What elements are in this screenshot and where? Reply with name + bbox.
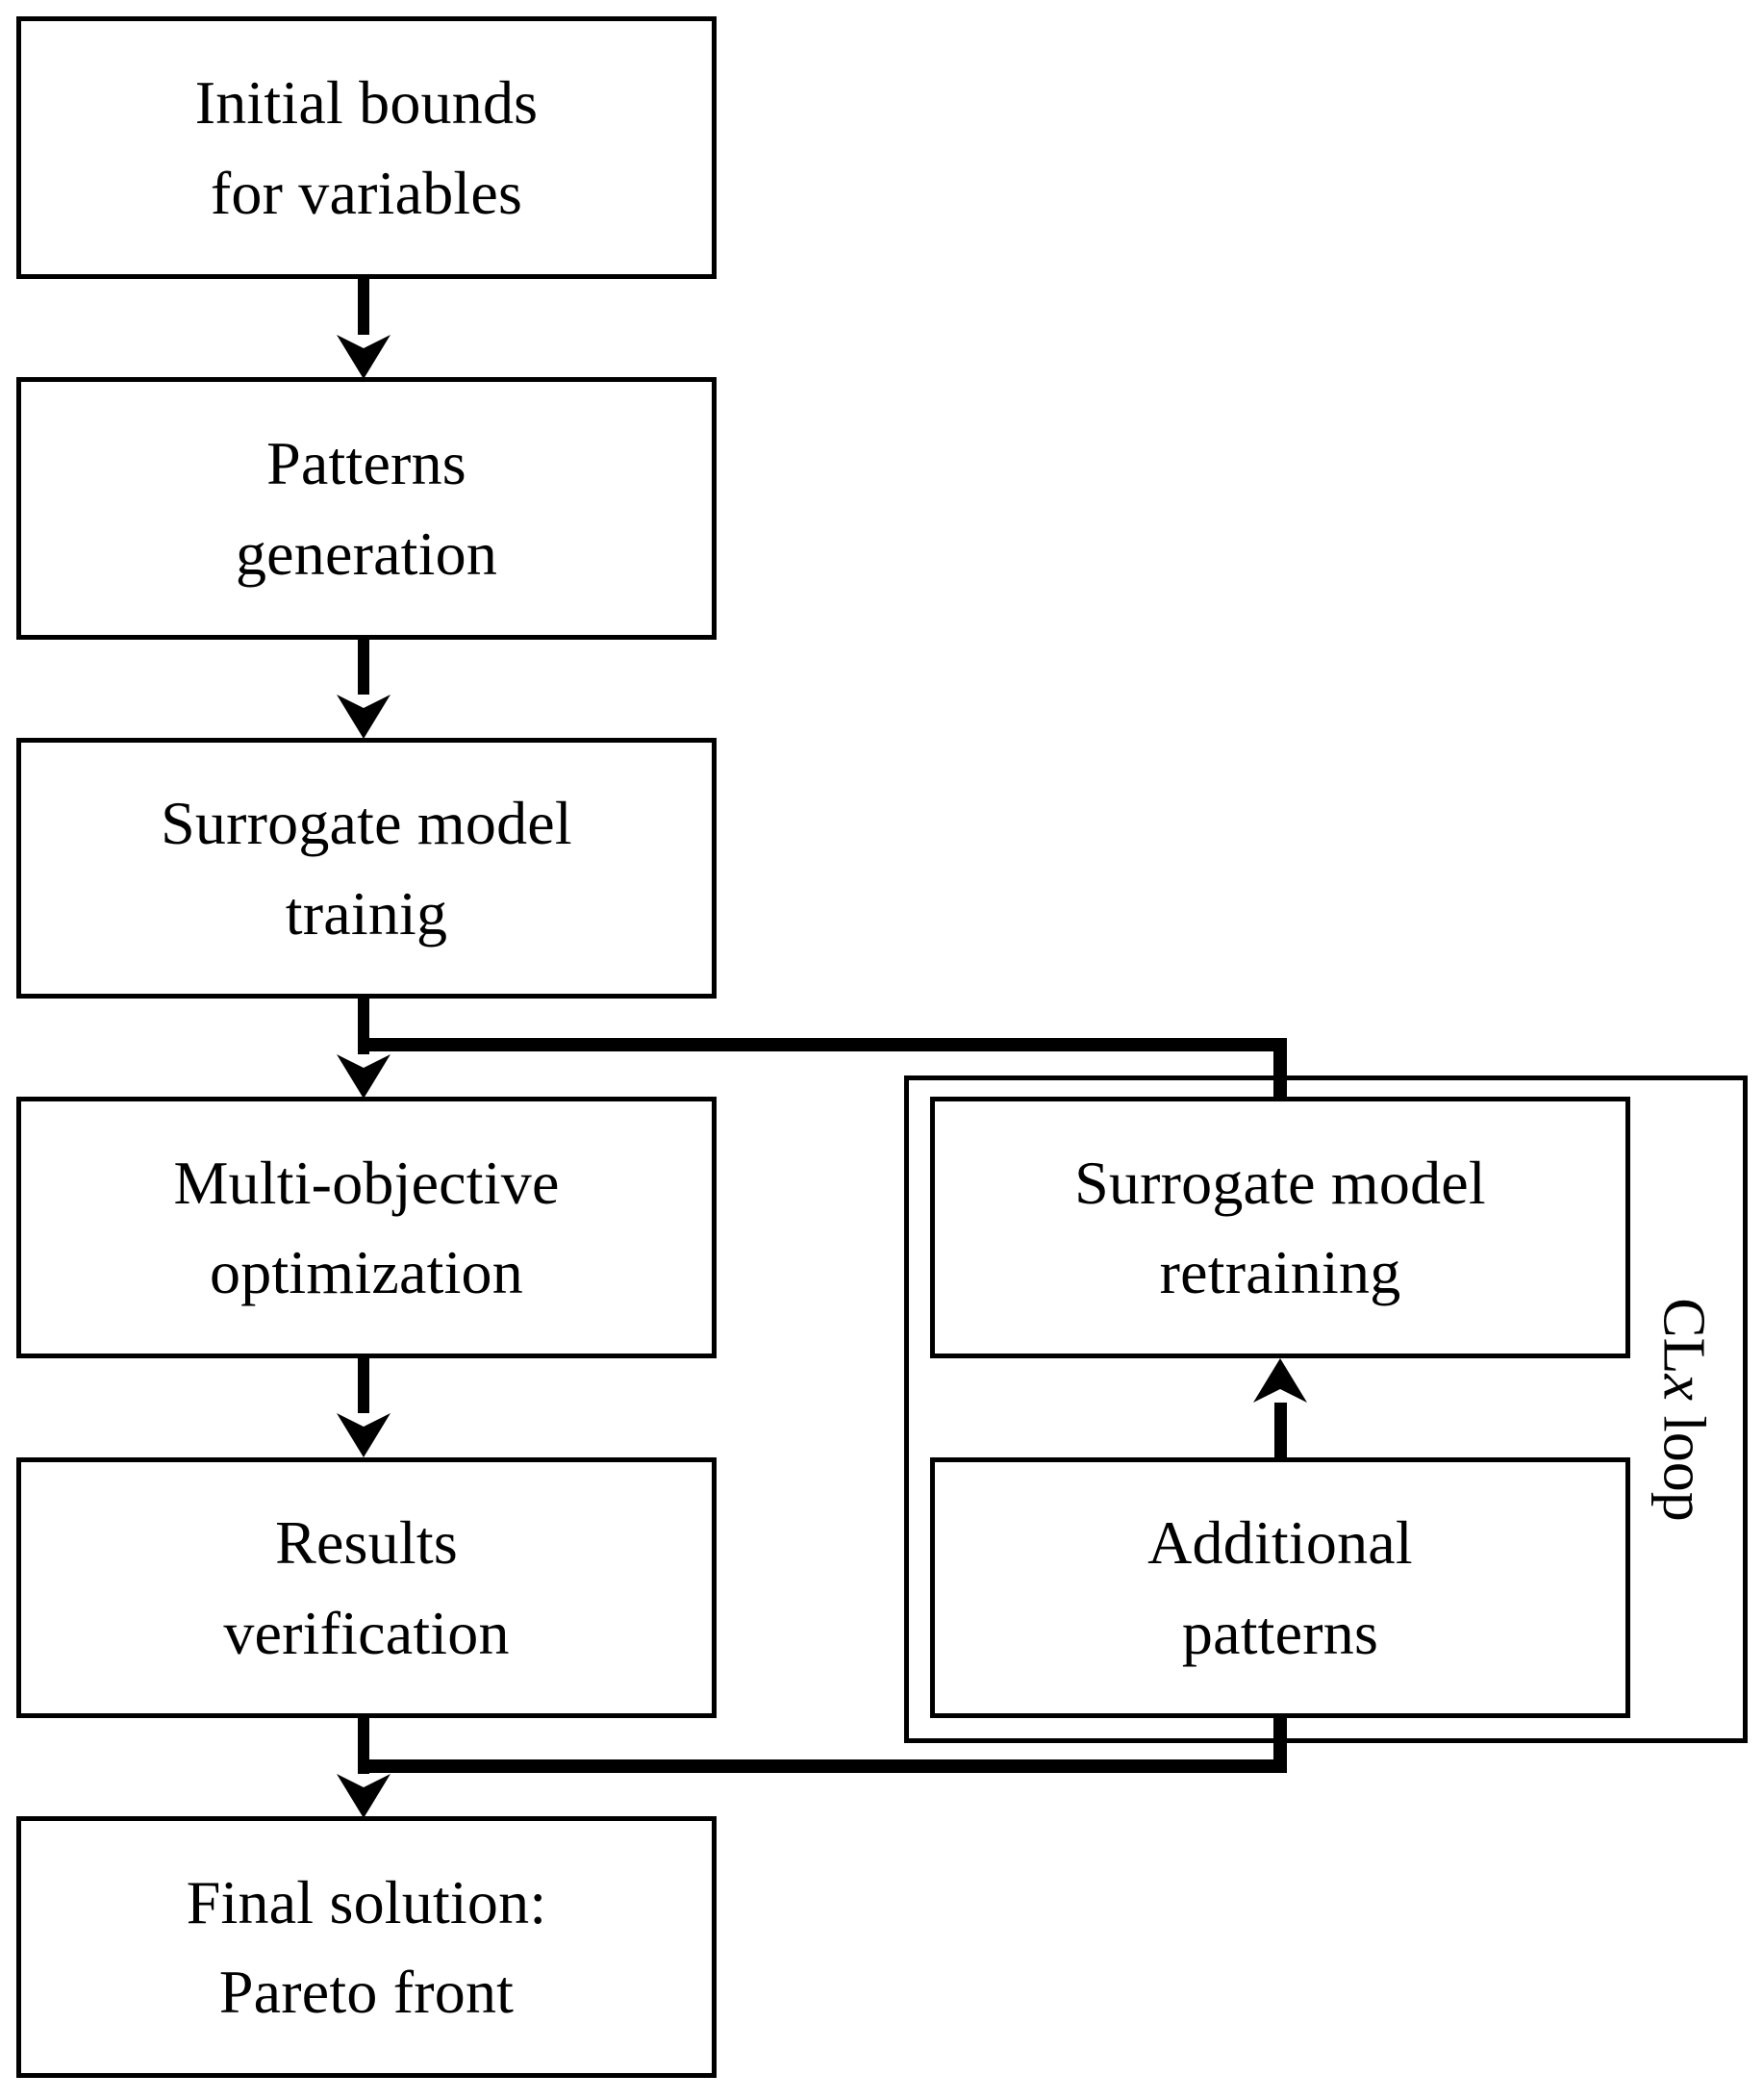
node-results-verification: Results verification (16, 1457, 717, 1718)
clx-loop-container (904, 1075, 1748, 1743)
edge-initial-to-patterns-line (358, 279, 369, 339)
node-results-verification-line-2: verification (223, 1598, 510, 1667)
clx-loop-label: CLx loop (1650, 1237, 1718, 1583)
edge-optimization-to-results-arrowhead (337, 1413, 390, 1457)
edge-patterns-to-results-vertical (1273, 1718, 1287, 1773)
clx-loop-label-italic: x (1650, 1374, 1717, 1402)
edge-training-to-retraining-horizontal (358, 1038, 1287, 1051)
node-multi-objective-line-1: Multi-objective (173, 1148, 560, 1217)
node-surrogate-training: Surrogate model trainig (16, 738, 717, 999)
edge-initial-to-patterns-arrowhead (337, 335, 390, 379)
edge-patterns-to-training-arrowhead (337, 695, 390, 739)
node-results-verification-line-1: Results (275, 1508, 458, 1578)
node-final-solution: Final solution: Pareto front (16, 1816, 717, 2078)
edge-optimization-to-results-line (358, 1358, 369, 1416)
node-surrogate-retraining: Surrogate model retraining (930, 1097, 1630, 1358)
node-additional-patterns: Additional patterns (930, 1457, 1630, 1718)
node-additional-patterns-line-2: patterns (1181, 1598, 1379, 1667)
node-multi-objective-line-2: optimization (210, 1238, 523, 1306)
edge-patterns-to-training-line (358, 640, 369, 697)
node-initial-bounds: Initial bounds for variables (16, 16, 717, 279)
node-initial-bounds-line-1: Initial bounds (194, 68, 539, 138)
edge-training-to-retraining-vertical (1273, 1038, 1287, 1100)
node-additional-patterns-line-1: Additional (1147, 1508, 1413, 1578)
node-patterns-generation: Patterns generation (16, 377, 717, 640)
node-surrogate-retraining-line-2: retraining (1159, 1238, 1401, 1306)
node-final-solution-line-2: Pareto front (218, 1958, 515, 2026)
edge-results-to-final-arrowhead (337, 1774, 390, 1818)
node-final-solution-line-1: Final solution: (186, 1867, 547, 1936)
edge-patterns-to-retraining-line (1274, 1397, 1287, 1457)
edge-training-to-optimization-arrowhead (337, 1054, 390, 1099)
node-patterns-generation-line-2: generation (235, 519, 498, 588)
node-surrogate-training-line-2: trainig (285, 878, 448, 948)
clx-loop-label-suffix: loop (1650, 1401, 1717, 1522)
node-multi-objective-optimization: Multi-objective optimization (16, 1097, 717, 1358)
clx-loop-label-prefix: CL (1650, 1298, 1717, 1375)
node-surrogate-retraining-line-1: Surrogate model (1074, 1148, 1486, 1217)
node-surrogate-training-line-1: Surrogate model (161, 789, 572, 858)
edge-patterns-to-retraining-arrowhead (1253, 1358, 1307, 1403)
node-initial-bounds-line-2: for variables (210, 158, 523, 227)
edge-patterns-to-results-horizontal (358, 1759, 1287, 1773)
node-patterns-generation-line-1: Patterns (266, 429, 466, 498)
